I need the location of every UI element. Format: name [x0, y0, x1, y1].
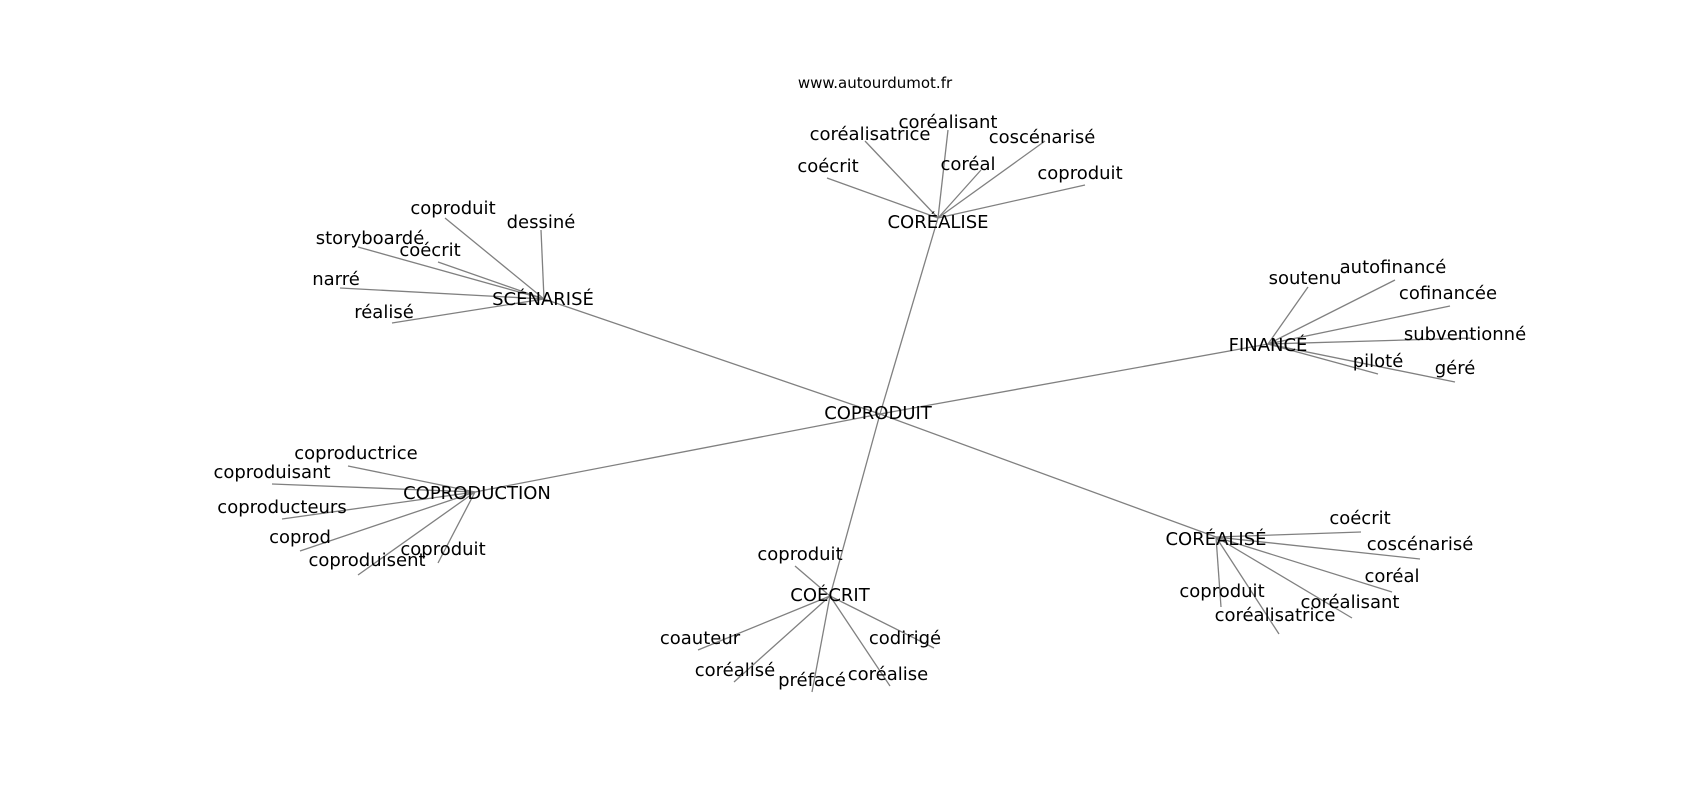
- edge-corealise-corealisatrice: [1215, 536, 1280, 635]
- edge-coproduction-coproduit: [437, 491, 476, 564]
- node-leaf-coproduisant: coproduisant: [213, 462, 330, 483]
- edge-center-scenarise: [543, 298, 881, 415]
- node-leaf-corealisatrice: coréalisatrice: [1215, 605, 1336, 626]
- node-hub-scenarise: SCÉNARISÉ: [492, 288, 594, 310]
- node-labels: COPRODUITCORÉALISEcoréalisatricecoréalis…: [213, 112, 1526, 691]
- node-leaf-corealisant: coréalisant: [1301, 592, 1400, 613]
- node-leaf-coproduit: coproduit: [410, 198, 495, 219]
- edge-scenarise-coproduit: [444, 217, 545, 300]
- edge-corealise-coproduit: [1215, 536, 1222, 608]
- node-leaf-subventionne: subventionné: [1404, 324, 1526, 345]
- node-center-label: COPRODUIT: [824, 403, 933, 424]
- edge-finance-gere: [1267, 343, 1456, 383]
- edge-corealise-corealisant: [937, 129, 949, 219]
- node-leaf-coecrit: coécrit: [797, 156, 858, 177]
- node-hub-corealise: CORÉALISE: [887, 211, 988, 233]
- node-leaf-coreal: coréal: [1364, 566, 1419, 587]
- source-watermark: www.autourdumot.fr: [798, 74, 953, 92]
- node-leaf-pilote: piloté: [1353, 351, 1404, 372]
- node-leaf-soutenu: soutenu: [1269, 268, 1342, 289]
- edge-finance-cofinancee: [1267, 305, 1451, 345]
- edge-corealise-coscenarise: [1215, 536, 1421, 560]
- edge-coecrit-preface: [811, 595, 831, 693]
- node-leaf-coproduit: coproduit: [400, 539, 485, 560]
- edge-coproduction-coproduisent: [357, 491, 476, 576]
- edge-finance-autofinance: [1267, 279, 1396, 345]
- edge-corealise-coreal: [1215, 536, 1393, 593]
- edge-center-corealise: [879, 217, 939, 415]
- node-leaf-codirige: codirigé: [869, 628, 941, 649]
- edge-corealise-coscenarise: [937, 140, 1046, 219]
- edge-finance-soutenu: [1267, 286, 1309, 345]
- edge-corealise-corealisatrice: [864, 140, 939, 219]
- node-leaf-realise: réalisé: [354, 302, 414, 323]
- node-leaf-coproductrice: coproductrice: [294, 443, 418, 464]
- node-leaf-storyboarde: storyboardé: [316, 228, 425, 249]
- node-leaf-autofinance: autofinancé: [1340, 257, 1447, 278]
- node-leaf-coproduit: coproduit: [1037, 163, 1122, 184]
- node-leaf-dessine: dessiné: [507, 212, 576, 233]
- edge-coecrit-coauteur: [697, 595, 831, 651]
- node-leaf-coproduisent: coproduisent: [308, 550, 425, 571]
- edge-coecrit-corealise: [829, 595, 891, 687]
- node-leaf-corealise: coréalisé: [695, 660, 775, 681]
- node-leaf-coprod: coprod: [269, 527, 331, 548]
- node-leaf-coproduit: coproduit: [757, 544, 842, 565]
- node-leaf-preface: préfacé: [778, 670, 846, 691]
- node-leaf-coproducteurs: coproducteurs: [217, 497, 346, 518]
- node-leaf-narre: narré: [312, 269, 360, 290]
- edge-coecrit-coproduit: [794, 565, 831, 597]
- edge-center-corealise: [879, 413, 1217, 538]
- edge-corealise-coproduit: [937, 184, 1086, 219]
- node-leaf-corealisant: coréalisant: [899, 112, 998, 133]
- edge-center-finance: [879, 343, 1269, 415]
- node-leaf-coscenarise: coscénarisé: [989, 127, 1096, 148]
- edge-corealise-coecrit: [1215, 531, 1362, 538]
- edge-coproduction-coproductrice: [347, 465, 476, 493]
- node-leaf-coauteur: coauteur: [660, 628, 741, 649]
- node-leaf-coecrit: coécrit: [1329, 508, 1390, 529]
- edge-center-coecrit: [829, 413, 881, 597]
- edge-corealise-coecrit: [826, 177, 939, 219]
- node-hub-corealise: CORÉALISÉ: [1165, 528, 1266, 550]
- edge-scenarise-narre: [339, 287, 545, 300]
- edge-scenarise-storyboarde: [357, 246, 545, 300]
- node-hub-finance: FINANCÉ: [1229, 334, 1308, 356]
- node-hub-coproduction: COPRODUCTION: [403, 483, 551, 504]
- node-leaf-corealise: coréalise: [848, 664, 928, 685]
- edge-coproduction-coproducteurs: [281, 491, 476, 520]
- edge-scenarise-realise: [391, 298, 545, 324]
- edge-coproduction-coprod: [299, 491, 476, 552]
- edge-coecrit-codirige: [829, 595, 935, 649]
- node-hub-coecrit: COÉCRIT: [790, 584, 870, 606]
- edge-finance-pilote: [1267, 343, 1379, 375]
- edge-coecrit-corealise: [733, 595, 831, 683]
- node-leaf-corealisatrice: coréalisatrice: [810, 124, 931, 145]
- node-leaf-coscenarise: coscénarisé: [1367, 534, 1474, 555]
- node-leaf-coreal: coréal: [940, 154, 995, 175]
- edges: [271, 129, 1475, 693]
- node-leaf-coecrit: coécrit: [399, 240, 460, 261]
- node-leaf-gere: géré: [1435, 358, 1476, 379]
- edge-corealise-coreal: [937, 169, 982, 219]
- edge-corealise-corealisant: [1215, 536, 1353, 619]
- edge-scenarise-coecrit: [437, 261, 545, 300]
- edge-finance-subventionne: [1267, 337, 1475, 345]
- node-leaf-coproduit: coproduit: [1179, 581, 1264, 602]
- edge-scenarise-dessine: [540, 229, 545, 300]
- node-leaf-cofinancee: cofinancée: [1399, 283, 1497, 304]
- edge-center-coproduction: [474, 413, 881, 493]
- edge-coproduction-coproduisant: [271, 483, 476, 493]
